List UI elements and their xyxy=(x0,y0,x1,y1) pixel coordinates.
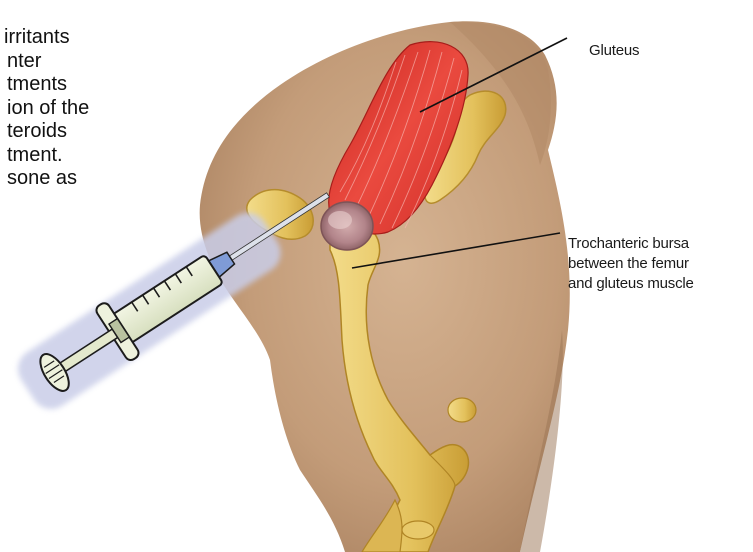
bursa-label-line: between the femur xyxy=(568,254,694,274)
slide-text-line: teroids xyxy=(0,120,134,144)
slide-text-line: tments xyxy=(0,73,134,97)
slide-text-line: tment. xyxy=(0,144,134,168)
slide-text-line: sone as xyxy=(0,167,134,191)
slide-text-line: irritants xyxy=(0,26,134,50)
slide-body-text: irritants nter tments ion of the teroids… xyxy=(0,26,134,191)
gluteus-label-text: Gluteus xyxy=(589,41,639,61)
bursa-label: Trochanteric bursa between the femur and… xyxy=(568,234,694,294)
trochanteric-bursa xyxy=(321,202,373,250)
slide-text-line: nter xyxy=(0,50,134,74)
gluteus-label: Gluteus xyxy=(589,41,639,61)
bursa-label-line: and gluteus muscle xyxy=(568,274,694,294)
bursa-label-line: Trochanteric bursa xyxy=(568,234,694,254)
slide-text-line: ion of the xyxy=(0,97,134,121)
